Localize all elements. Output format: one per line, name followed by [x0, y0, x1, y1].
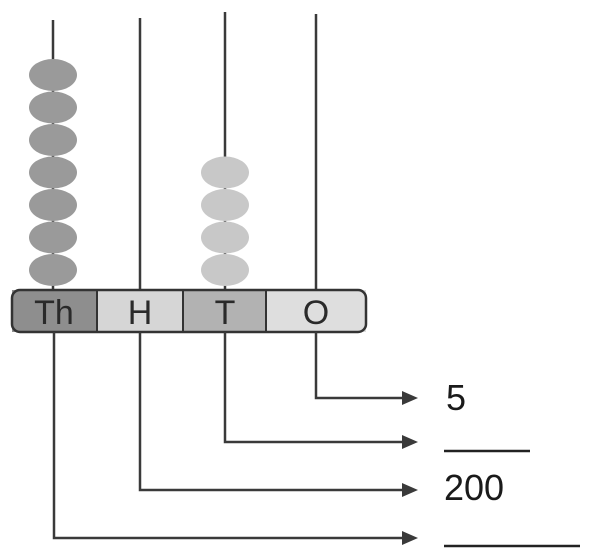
abacus-bead: [29, 156, 77, 189]
leader-line-ones: [314, 332, 402, 400]
arrowhead-icon: [402, 391, 418, 405]
arrowhead-icon: [402, 435, 418, 449]
place-label-ones: O: [303, 294, 329, 332]
bar-outline: [10, 288, 368, 334]
cell-thousands: [12, 290, 97, 332]
place-label-tens: T: [215, 294, 236, 332]
answer-hundreds: 200: [444, 467, 504, 508]
abacus-bead: [29, 124, 77, 156]
place-label-hundreds: H: [128, 294, 153, 332]
abacus-bead: [29, 91, 77, 124]
abacus-bead: [201, 156, 249, 189]
abacus-bead: [29, 221, 77, 254]
leader-line-thousands: [52, 332, 402, 540]
arrowhead-icon: [402, 483, 418, 497]
cell-hundreds: [97, 290, 183, 332]
beads-thousands: [29, 59, 77, 286]
abacus-bead: [201, 221, 249, 254]
place-value-bar: Th H T O: [10, 288, 368, 334]
abacus-bead: [201, 254, 249, 286]
arrowhead-icon: [402, 531, 418, 545]
abacus-bead: [29, 189, 77, 221]
abacus-bead: [29, 59, 77, 91]
cell-ones: [266, 290, 366, 332]
abacus-bead: [201, 189, 249, 221]
cell-tens: [183, 290, 266, 332]
abacus-bead: [29, 254, 77, 286]
answer-ones: 5: [446, 377, 466, 418]
beads-tens: [201, 156, 249, 286]
leader-line-hundreds: [138, 332, 402, 492]
leader-line-tens: [223, 332, 402, 444]
place-label-thousands: Th: [34, 294, 74, 332]
